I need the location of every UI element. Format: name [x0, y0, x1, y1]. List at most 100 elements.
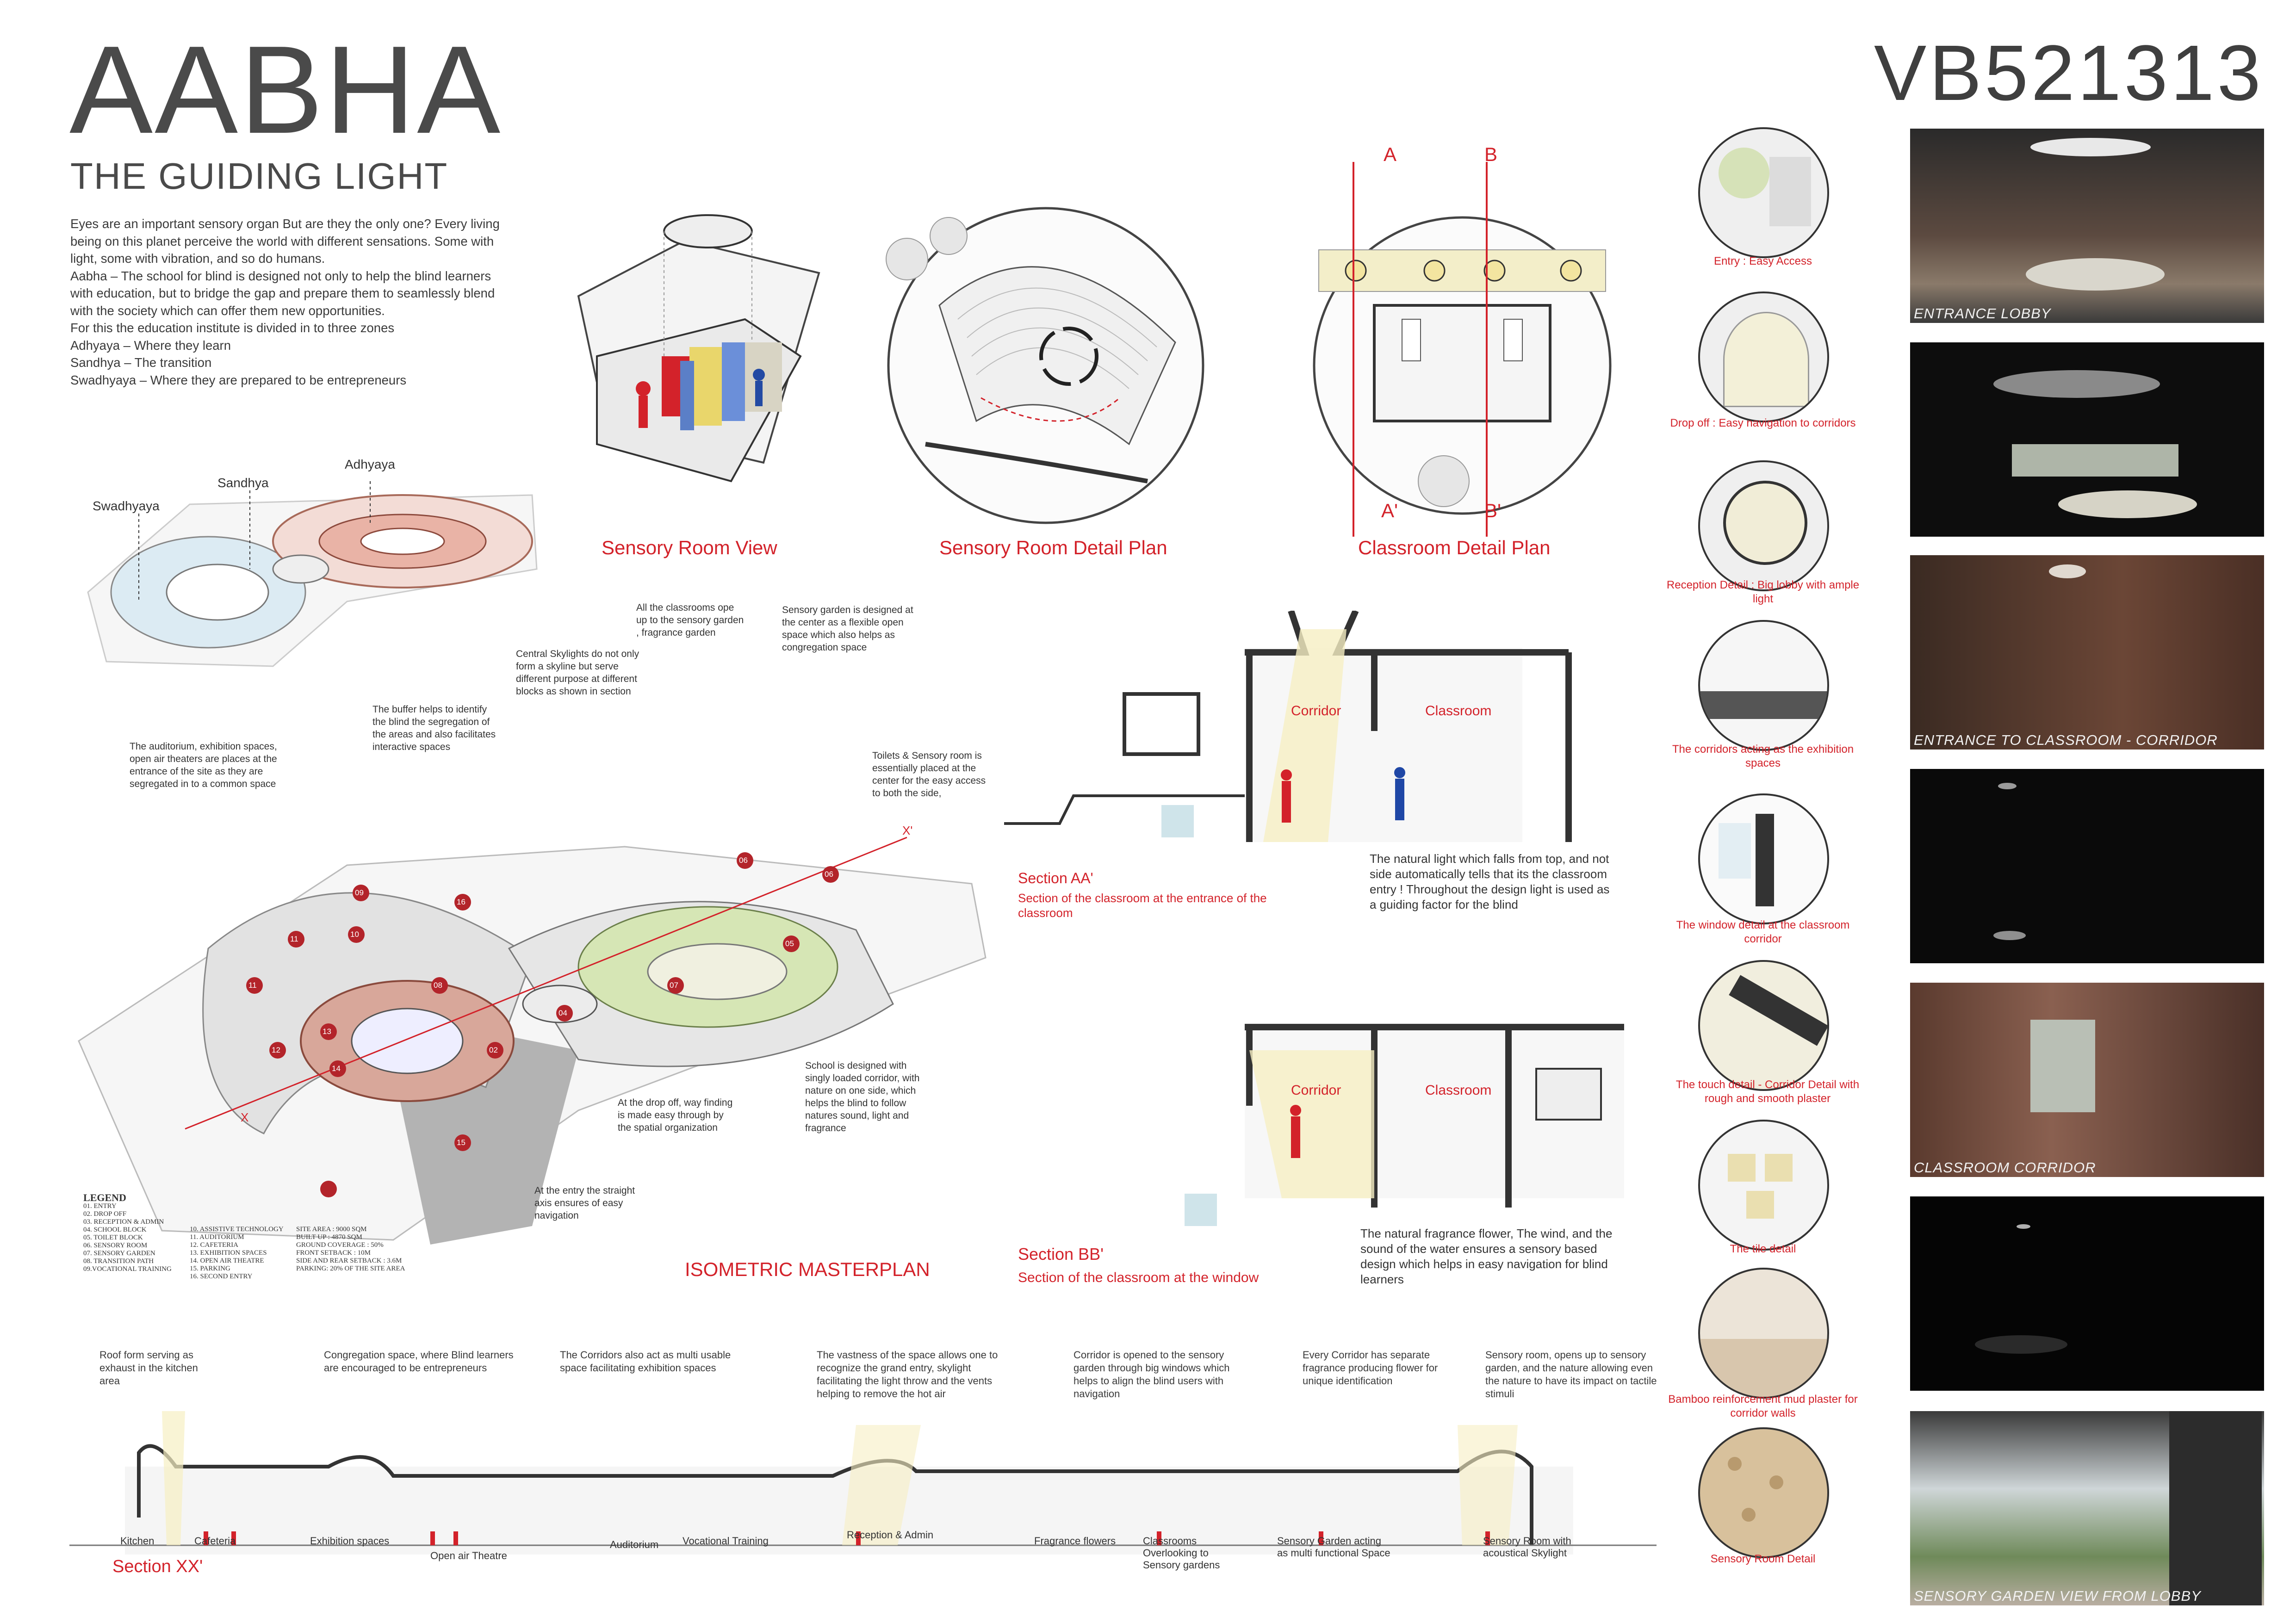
legend-item: 16. SECOND ENTRY: [190, 1273, 253, 1280]
note-dropoff: At the drop off, way finding is made eas…: [618, 1097, 733, 1133]
note-buffer: The buffer helps to identify the blind t…: [372, 704, 496, 752]
section-bb-corridor-label: Corridor: [1291, 1083, 1341, 1098]
render-label: SENSORY GARDEN VIEW FROM LOBBY: [1914, 1588, 2201, 1604]
section-xx-label: Sensory Room with acoustical Skylight: [1483, 1535, 1571, 1559]
intro-paragraph: Adhyaya – Where they learn: [70, 338, 231, 353]
detail-caption: Bamboo reinforcement mud plaster for cor…: [1668, 1393, 1858, 1419]
masterplan-number: 12: [272, 1046, 280, 1054]
zone-label-sandhya: Sandhya: [217, 476, 269, 490]
section-mark-b-prime: B': [1484, 500, 1502, 521]
sensory-room-plan-drawing: [886, 207, 1204, 524]
section-xx-label: Reception & Admin: [847, 1529, 934, 1541]
legend: LEGEND 01. ENTRY 02. DROP OFF 03. RECEPT…: [83, 1192, 453, 1290]
section-xx-note: Corridor is opened to the sensory garden…: [1074, 1349, 1230, 1400]
detail-caption: The corridors acting as the exhibition s…: [1672, 743, 1854, 769]
detail-caption: The touch detail - Corridor Detail with …: [1675, 1078, 1860, 1105]
render-label: ENTRANCE LOBBY: [1914, 305, 2051, 322]
section-bb-classroom-label: Classroom: [1425, 1083, 1492, 1098]
project-subtitle: THE GUIDING LIGHT: [70, 155, 448, 197]
masterplan-number: 06: [739, 856, 748, 865]
section-aa-subtitle: Section of the classroom at the entrance…: [1018, 891, 1267, 920]
section-bb-title: Section BB': [1018, 1245, 1104, 1264]
legend-item: SIDE AND REAR SETBACK : 3.6M: [296, 1257, 402, 1264]
section-xx-label: Kitchen: [120, 1535, 155, 1547]
legend-item: 14. OPEN AIR THEATRE: [190, 1257, 264, 1264]
section-aa-drawing: [1004, 611, 1572, 842]
detail-circle-window: [1698, 793, 1829, 924]
note-garden: Sensory garden is designed at the center…: [782, 605, 913, 653]
detail-circle-touch: [1698, 960, 1829, 1091]
masterplan-number: 11: [248, 981, 257, 990]
section-xx-title: Section XX': [112, 1557, 203, 1576]
masterplan-number: 04: [558, 1009, 567, 1017]
section-mark-a: A: [1384, 143, 1397, 165]
legend-item: SITE AREA : 9000 SQM: [296, 1226, 367, 1233]
sensory-room-view-drawing: [577, 214, 820, 483]
intro-paragraph: Sandhya – The transition: [70, 355, 212, 370]
render-sensory-room: [1910, 1196, 2264, 1391]
classroom-plan-drawing: [1313, 162, 1612, 537]
note-auditorium: The auditorium, exhibition spaces, open …: [130, 741, 277, 789]
intro-paragraph: For this the education institute is divi…: [70, 321, 395, 335]
section-xx-label: Fragrance flowers: [1034, 1535, 1116, 1547]
legend-item: 13. EXHIBITION SPACES: [190, 1249, 267, 1257]
note-classrooms: All the classrooms ope up to the sensory…: [636, 602, 744, 638]
legend-item: 05. TOILET BLOCK: [83, 1234, 143, 1241]
render-corridor-entrance: ENTRANCE TO CLASSROOM - CORRIDOR: [1910, 555, 2264, 750]
section-xx-drawing: [69, 1411, 1657, 1555]
section-aa-title: Section AA': [1018, 870, 1093, 886]
sheet-code: VB521313: [1874, 29, 2264, 117]
intro-text: Eyes are an important sensory organ But …: [70, 215, 505, 389]
render-lobby-skylight: [1910, 342, 2264, 537]
section-mark-a-prime: A': [1381, 500, 1398, 521]
intro-paragraph: Eyes are an important sensory organ But …: [70, 217, 500, 266]
zones-site-model: [87, 481, 538, 667]
legend-column: SITE AREA : 9000 SQM BUILT UP : 4870 SQM…: [296, 1226, 405, 1273]
section-bb-drawing: [1185, 1022, 1624, 1226]
section-aa-description: The natural light which falls from top, …: [1370, 852, 1610, 911]
legend-item: 03. RECEPTION & ADMIN: [83, 1218, 164, 1226]
caption-sensory-room-plan: Sensory Room Detail Plan: [939, 537, 1167, 558]
masterplan-number: 11: [290, 935, 298, 943]
section-xx-label: Auditorium: [610, 1539, 659, 1550]
intro-paragraph: Swadhyaya – Where they are prepared to b…: [70, 372, 407, 387]
masterplan-number: 13: [323, 1027, 331, 1036]
caption-iso-masterplan: ISOMETRIC MASTERPLAN: [685, 1258, 930, 1280]
section-aa-corridor-label: Corridor: [1291, 703, 1341, 719]
masterplan-number: 06: [825, 870, 833, 879]
note-toilets: Toilets & Sensory room is essentially pl…: [872, 750, 986, 799]
detail-circle-reception: [1698, 460, 1829, 591]
section-mark-x: X: [241, 1110, 249, 1124]
masterplan-number: 10: [350, 930, 359, 939]
legend-item: FRONT SETBACK : 10M: [296, 1249, 371, 1257]
masterplan-number: 09: [355, 888, 364, 897]
section-xx-note: Sensory room, opens up to sensory garden…: [1485, 1349, 1657, 1400]
masterplan-number: 16: [457, 898, 465, 906]
section-xx-label: Cafeteria: [194, 1535, 236, 1547]
masterplan-number: 02: [489, 1046, 498, 1054]
section-bb-subtitle: Section of the classroom at the window: [1018, 1270, 1259, 1285]
legend-item: 09.VOCATIONAL TRAINING: [83, 1265, 172, 1273]
intro-paragraph: Aabha – The school for blind is designed…: [70, 268, 495, 318]
render-dark-corridor: [1910, 769, 2264, 963]
detail-circle-dropoff: [1698, 291, 1829, 422]
note-corridor: School is designed with singly loaded co…: [805, 1060, 920, 1134]
legend-item: BUILT UP : 4870 SQM: [296, 1233, 362, 1241]
section-xx-note: The vastness of the space allows one to …: [817, 1349, 998, 1400]
detail-caption: Sensory Room Detail: [1710, 1553, 1816, 1565]
legend-item: 01. ENTRY: [83, 1202, 117, 1210]
masterplan-number: 14: [332, 1064, 341, 1073]
legend-title: LEGEND: [83, 1192, 126, 1203]
detail-circle-exhibition: [1698, 620, 1829, 751]
note-entry: At the entry the straight axis ensures o…: [534, 1185, 635, 1221]
detail-circle-entry: [1698, 127, 1829, 258]
section-bb-description: The natural fragrance flower, The wind, …: [1360, 1227, 1613, 1286]
detail-caption: The tile detail: [1730, 1243, 1796, 1255]
legend-column: 10. ASSISTIVE TECHNOLOGY 11. AUDITORIUM …: [190, 1226, 284, 1281]
masterplan-number: 08: [434, 981, 442, 990]
legend-item: 06. SENSORY ROOM: [83, 1242, 148, 1249]
legend-item: 11. AUDITORIUM: [190, 1233, 244, 1241]
legend-item: 02. DROP OFF: [83, 1210, 127, 1218]
note-skylights: Central Skylights do not only form a sky…: [516, 649, 639, 697]
detail-caption: Drop off : Easy navigation to corridors: [1670, 417, 1856, 429]
